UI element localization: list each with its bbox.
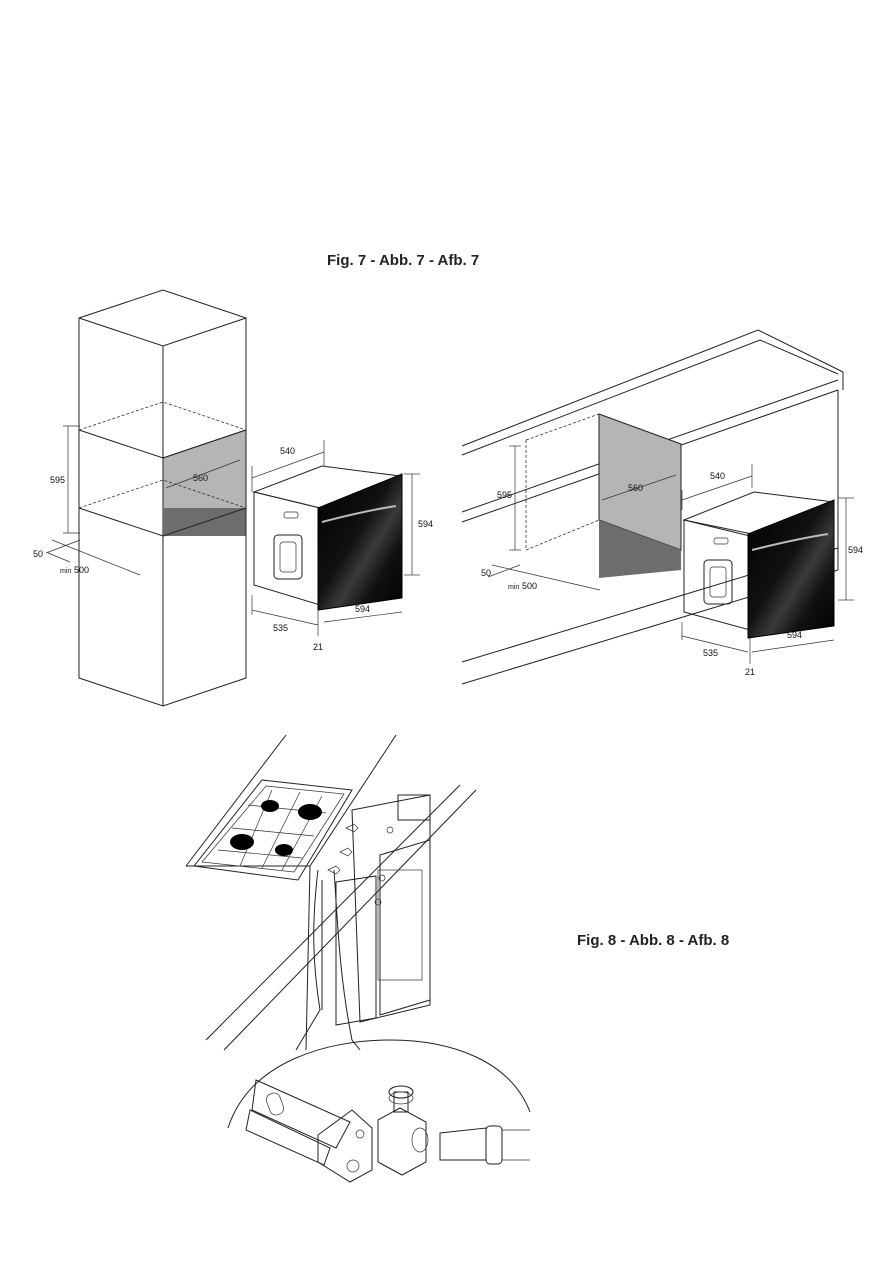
fig7-left-dim-50: 50 xyxy=(33,549,43,559)
fig7-left-oven xyxy=(251,440,420,636)
oven-glass-door xyxy=(317,473,403,611)
fig7-right-dim-540: 540 xyxy=(710,471,725,481)
fig7-left-dim-535: 535 xyxy=(273,623,288,633)
fig7-right-dim-50: 50 xyxy=(481,568,491,578)
fig7-left-dim-21: 21 xyxy=(313,642,323,652)
fig7-right-dim-595: 595 xyxy=(497,490,512,500)
fig7-right-dim-21: 21 xyxy=(745,667,755,677)
fig7-under-counter-cabinet xyxy=(461,329,844,685)
fig8-caption: Fig. 8 - Abb. 8 - Afb. 8 xyxy=(577,932,730,949)
fig7-right-dim-594-width: 594 xyxy=(787,630,802,640)
niche-floor-right xyxy=(599,520,681,578)
fig7-left-dim-594-height: 594 xyxy=(418,519,433,529)
fig7-column-cabinet xyxy=(45,289,247,707)
fig8-hob-oven-connection xyxy=(185,734,531,1183)
fig7-right-dim-594-height: 594 xyxy=(848,545,863,555)
fig7-right-dim-500: 500 xyxy=(522,581,537,591)
fig7-left-dim-595: 595 xyxy=(50,475,65,485)
gas-connector-detail xyxy=(245,1079,530,1183)
burner-small-rear xyxy=(261,800,279,812)
burner-large-rear xyxy=(298,804,322,820)
fig7-right-oven xyxy=(681,464,854,664)
fig7-right-dim-560: 560 xyxy=(628,483,643,493)
fig7-left-min-label: min xyxy=(60,568,71,575)
oven-glass-door-right xyxy=(747,499,835,639)
fig7-right-min-label: min xyxy=(508,584,519,591)
burner-small-front xyxy=(275,844,293,856)
burner-large-front xyxy=(230,834,254,850)
fig7-right-dim-535: 535 xyxy=(703,648,718,658)
fig7-left-dim-500: 500 xyxy=(74,565,89,575)
fig7-left-dim-540: 540 xyxy=(280,446,295,456)
fig7-caption: Fig. 7 - Abb. 7 - Afb. 7 xyxy=(327,252,480,269)
fig7-left-dim-560: 560 xyxy=(193,473,208,483)
fig7-left-dim-594-width: 594 xyxy=(355,604,370,614)
